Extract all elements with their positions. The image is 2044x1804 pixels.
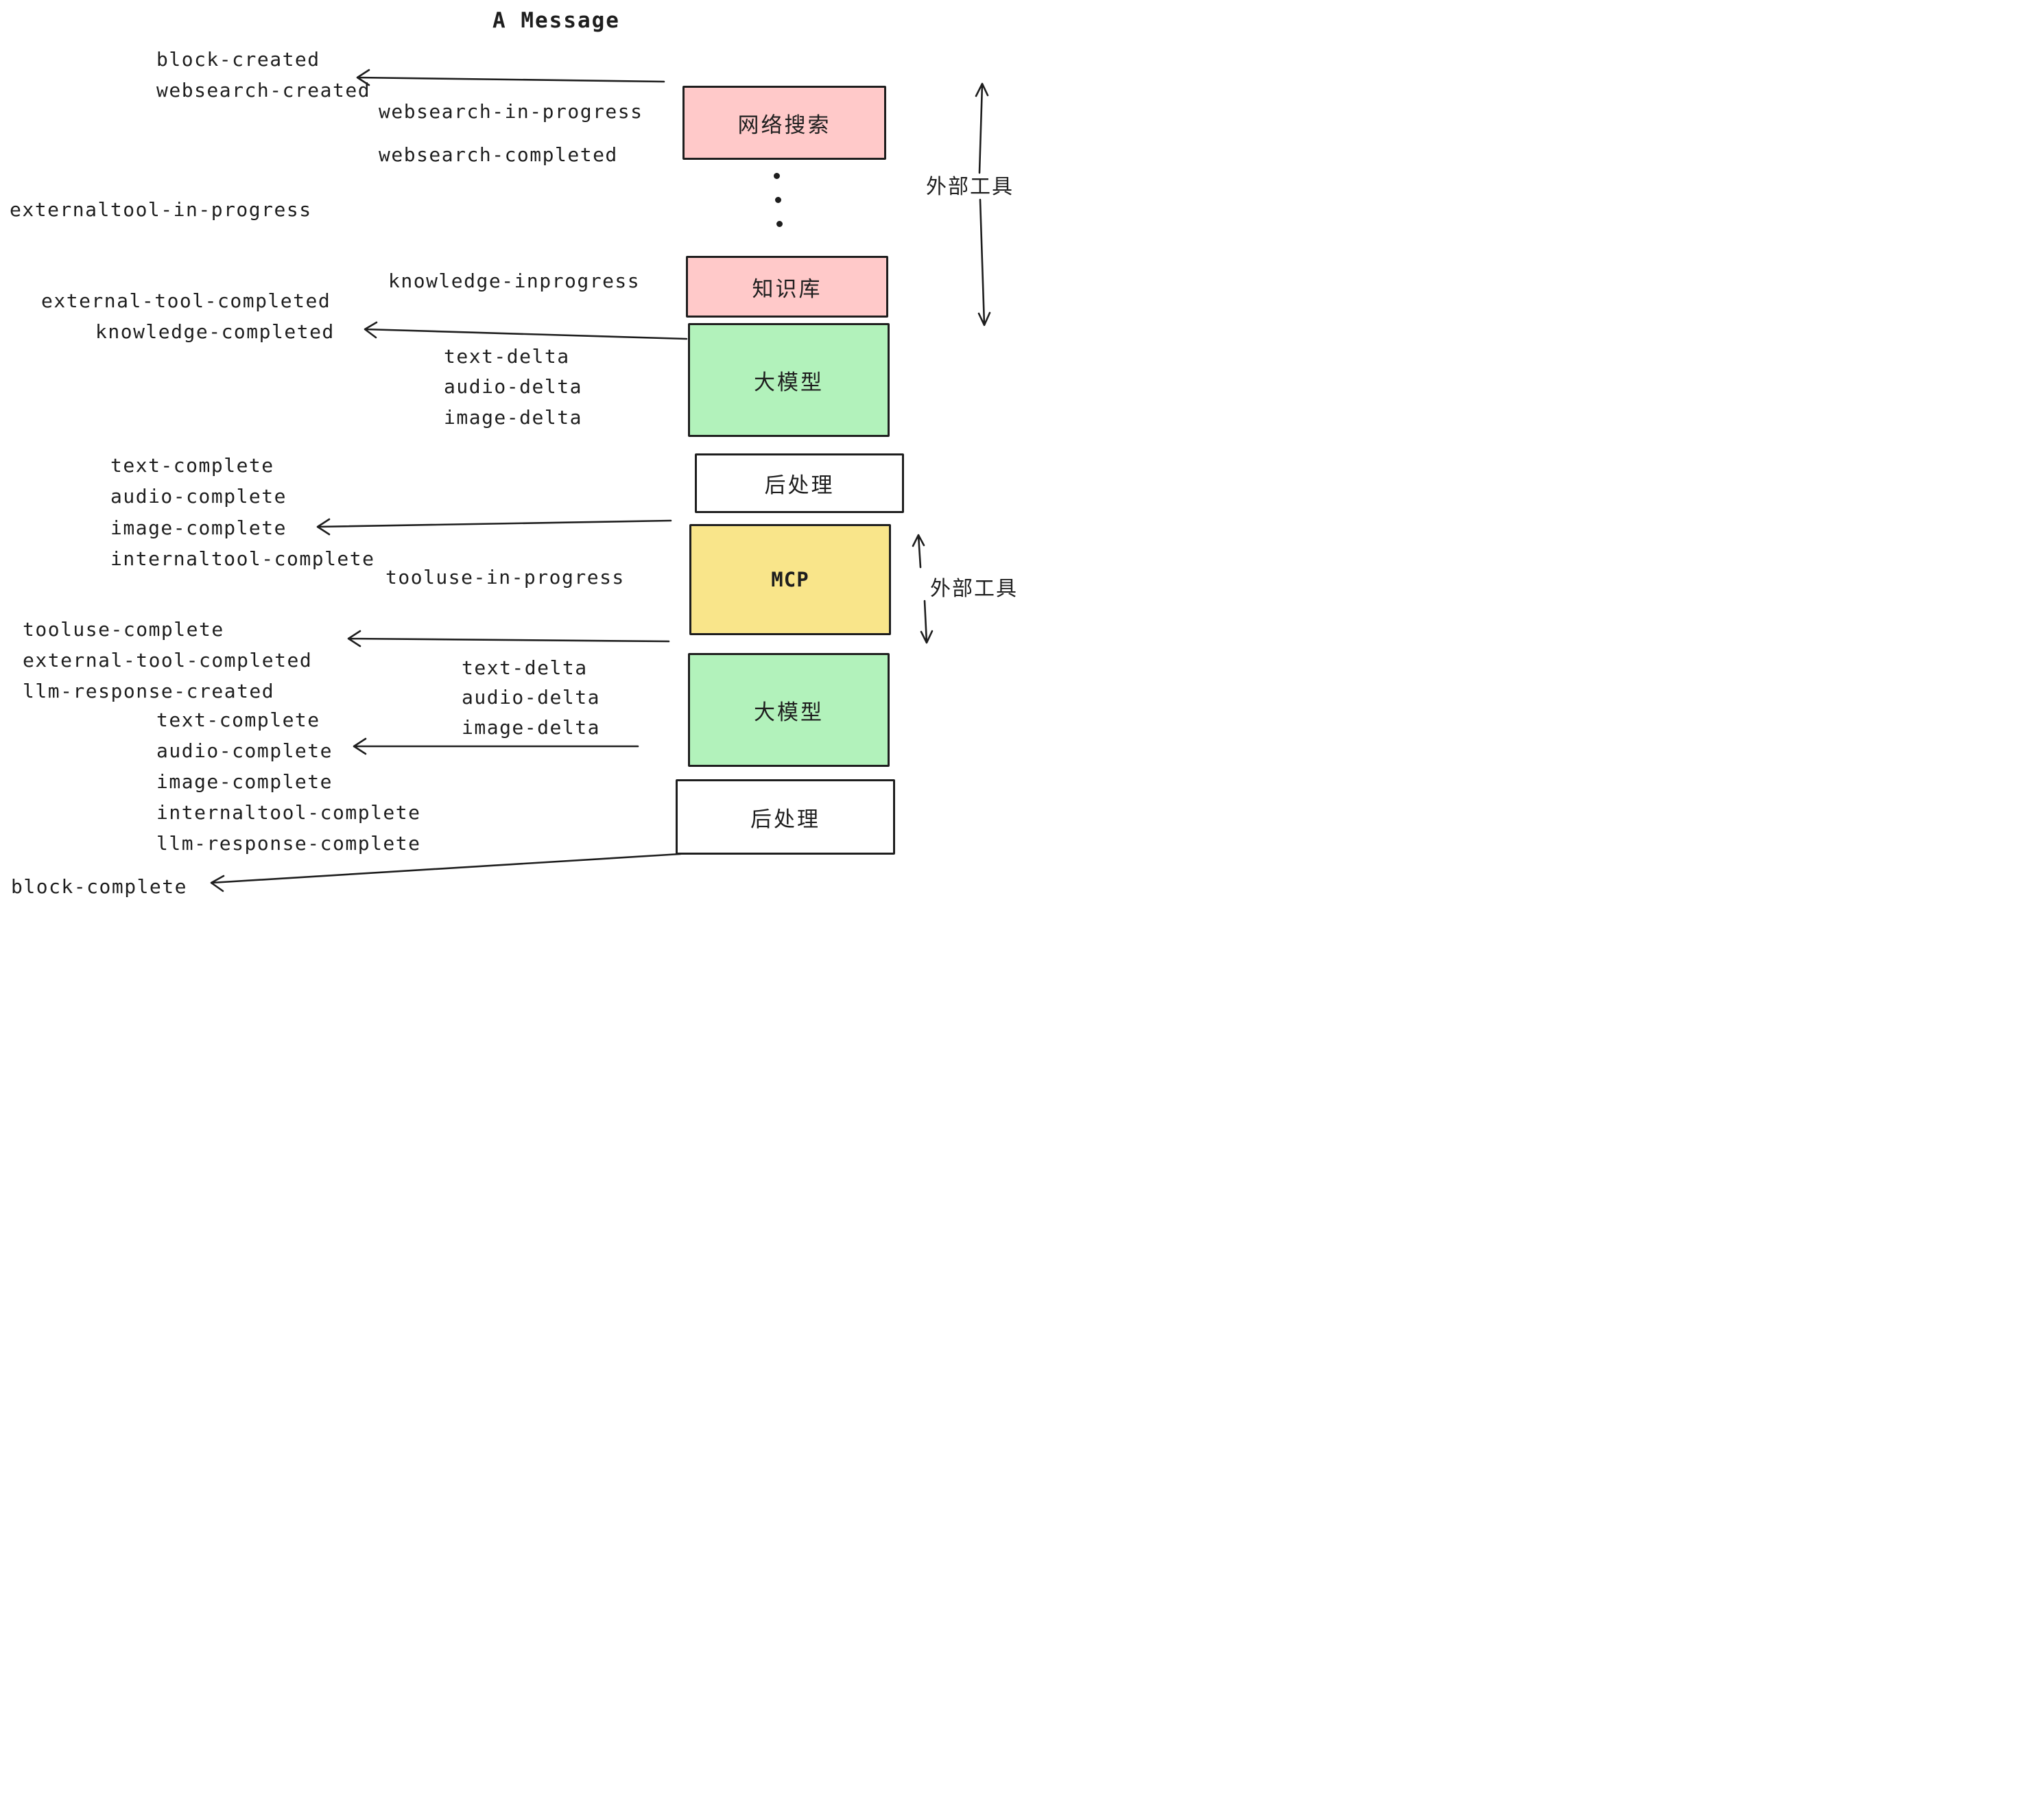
event-label-internaltool-complete-2: internaltool-complete (156, 801, 421, 824)
flow-box-mcp: MCP (689, 524, 891, 635)
ellipsis-dot-3 (776, 221, 783, 227)
event-label-llm-response-created: llm-response-created (23, 680, 275, 702)
arrow-external-tools-top-down (977, 198, 991, 327)
arrow-to-image-complete (316, 518, 672, 536)
event-label-image-delta-1: image-delta (444, 406, 582, 429)
diagram-canvas: A Message block-created websearch-created… (0, 0, 1022, 902)
event-label-tooluse-complete: tooluse-complete (23, 618, 224, 641)
arrow-to-block-created (356, 69, 665, 86)
flow-box-label-mcp: MCP (771, 568, 809, 591)
flow-box-knowledge: 知识库 (686, 256, 888, 318)
event-label-image-complete-2: image-complete (156, 770, 333, 793)
event-label-llm-response-complete: llm-response-complete (156, 832, 421, 855)
flow-box-label-post-1: 后处理 (764, 473, 835, 498)
event-label-text-delta-2: text-delta (462, 656, 588, 679)
arrow-external-tools-top-up (975, 82, 989, 174)
arrow-to-audio-complete (353, 737, 639, 755)
event-label-image-complete-1: image-complete (110, 517, 287, 539)
flow-box-label-llm-1: 大模型 (754, 370, 824, 395)
event-label-external-tool-completed-2: external-tool-completed (23, 649, 313, 672)
event-label-websearch-in-progress: websearch-in-progress (379, 100, 643, 123)
event-label-external-tool-completed-1: external-tool-completed (41, 289, 331, 312)
flow-box-label-llm-2: 大模型 (754, 700, 824, 725)
event-label-text-complete-1: text-complete (110, 454, 274, 477)
event-label-internaltool-complete-1: internaltool-complete (110, 547, 375, 570)
event-label-text-delta-1: text-delta (444, 345, 570, 368)
event-label-block-complete: block-complete (11, 875, 188, 898)
flow-box-post-1: 后处理 (695, 453, 904, 513)
arrow-to-block-complete (210, 853, 682, 892)
event-label-externaltool-in-progress: externaltool-in-progress (10, 198, 312, 221)
flow-box-llm-2: 大模型 (688, 653, 890, 767)
ellipsis-dot-1 (774, 173, 780, 179)
arrow-to-tooluse-complete (347, 630, 670, 648)
flow-box-websearch: 网络搜索 (682, 86, 886, 160)
side-label-external-tools-mcp: 外部工具 (930, 577, 1018, 601)
event-label-websearch-created: websearch-created (156, 79, 371, 102)
event-label-knowledge-completed: knowledge-completed (95, 320, 335, 343)
event-label-websearch-completed: websearch-completed (379, 143, 618, 166)
event-label-audio-complete-2: audio-complete (156, 739, 333, 762)
event-label-block-created: block-created (156, 48, 320, 71)
event-label-audio-delta-1: audio-delta (444, 375, 582, 398)
event-label-audio-delta-2: audio-delta (462, 686, 600, 709)
event-label-knowledge-inprogress: knowledge-inprogress (388, 270, 641, 292)
flow-box-label-websearch: 网络搜索 (737, 112, 831, 138)
arrow-external-tools-mcp-up (912, 534, 925, 569)
arrow-external-tools-mcp-down (920, 600, 934, 644)
flow-box-label-post-2: 后处理 (750, 807, 820, 832)
side-label-external-tools-top: 外部工具 (926, 175, 1014, 199)
flow-box-label-knowledge: 知识库 (752, 276, 822, 302)
event-label-audio-complete-1: audio-complete (110, 485, 287, 508)
event-label-tooluse-in-progress: tooluse-in-progress (385, 566, 625, 589)
diagram-title: A Message (492, 8, 620, 33)
event-label-image-delta-2: image-delta (462, 716, 600, 739)
flow-box-post-2: 后处理 (676, 779, 895, 855)
ellipsis-dot-2 (775, 197, 781, 203)
arrow-to-knowledge-completed (364, 321, 688, 340)
flow-box-llm-1: 大模型 (688, 323, 890, 437)
event-label-text-complete-2: text-complete (156, 709, 320, 731)
